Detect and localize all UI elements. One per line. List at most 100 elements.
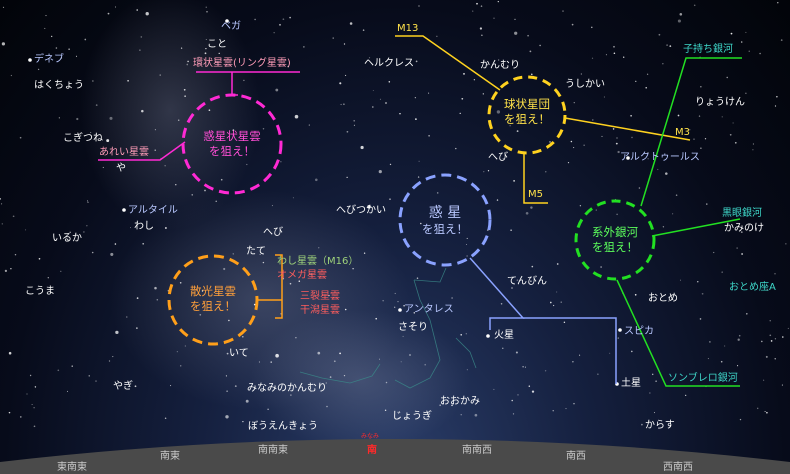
background-star (672, 213, 674, 215)
background-star (382, 300, 384, 302)
background-star (480, 5, 483, 7)
background-star (215, 200, 217, 203)
constellation-label-ophiuchus: へびつかい (336, 205, 386, 216)
background-star (466, 255, 468, 257)
background-star (565, 408, 567, 410)
background-star (633, 231, 635, 233)
background-star (367, 205, 371, 209)
background-star (498, 59, 500, 61)
background-star (139, 49, 141, 51)
background-star (379, 98, 381, 100)
background-star (60, 57, 63, 59)
background-star (560, 301, 562, 303)
background-star (417, 176, 420, 178)
background-star (482, 93, 484, 95)
background-star (126, 316, 128, 318)
background-star (738, 334, 741, 337)
background-star (333, 360, 336, 363)
background-star (497, 1, 499, 3)
background-star (242, 420, 244, 423)
background-star (436, 35, 438, 37)
background-star (205, 6, 207, 8)
background-star (267, 408, 269, 410)
background-star (58, 117, 60, 119)
background-star (787, 327, 789, 329)
background-star (662, 226, 665, 228)
background-star (109, 116, 113, 120)
target-caption-planetary-nebula: 惑星状星雲 を狙え！ (180, 129, 284, 159)
background-star (10, 74, 13, 77)
background-star (262, 128, 265, 130)
dumbbell-nebula-leader (98, 141, 186, 161)
background-star (655, 380, 657, 383)
globular-cluster-target-ring (487, 75, 567, 155)
background-star (545, 171, 547, 173)
background-star (136, 327, 138, 329)
background-star (459, 112, 461, 115)
background-star (34, 386, 37, 388)
constellation-label-virgo: おとめ (648, 293, 678, 304)
background-star (573, 402, 575, 405)
background-star (214, 58, 216, 60)
background-star (531, 73, 533, 76)
background-star (141, 109, 144, 113)
background-star (295, 336, 297, 339)
constellation-label-sagittarius: いて (229, 348, 249, 359)
background-star (228, 319, 230, 322)
background-star (609, 352, 611, 354)
constellation-label-telescopium: ぼうえんきょう (248, 421, 318, 432)
target-caption-globular-cluster: 球状星団 を狙え！ (487, 97, 567, 127)
background-star (180, 365, 182, 367)
background-star (515, 351, 518, 354)
background-star (770, 340, 773, 342)
background-star (220, 178, 223, 181)
star-label-arcturus: アルクトゥールス (620, 152, 700, 163)
background-star (737, 365, 739, 367)
background-star (127, 79, 129, 82)
background-star (246, 163, 248, 166)
background-star (745, 31, 747, 33)
background-star (479, 27, 483, 30)
background-star (693, 4, 696, 7)
background-star (177, 119, 180, 121)
background-star (524, 366, 526, 368)
background-star (353, 120, 356, 122)
background-star (134, 385, 137, 388)
background-star (483, 171, 485, 173)
background-star (142, 242, 145, 245)
background-star (26, 393, 28, 395)
constellation-label-vulpecula: こぎつね (63, 133, 103, 144)
background-star (511, 399, 513, 402)
background-star (763, 379, 765, 381)
constellation-label-bootes: うしかい (565, 79, 605, 90)
background-star (675, 194, 678, 196)
background-star (613, 45, 615, 48)
background-star (88, 375, 90, 377)
background-star (87, 201, 89, 203)
background-star (110, 252, 114, 256)
background-star (516, 279, 519, 281)
background-star (556, 263, 559, 265)
planet-leader (523, 317, 617, 384)
background-star (243, 79, 245, 82)
target-title: 惑 星 (428, 205, 462, 221)
background-star (513, 180, 515, 182)
background-star (399, 112, 401, 115)
object-label-ring-nebula: 環状星雲(リング星雲) (193, 58, 291, 69)
background-star (205, 47, 207, 50)
background-star (552, 304, 555, 307)
scorpius-lines (299, 267, 477, 389)
background-star (310, 273, 313, 276)
background-star (1, 223, 3, 225)
constellation-label-corona-borealis: かんむり (480, 60, 520, 71)
background-star (631, 136, 633, 139)
background-star (242, 336, 244, 338)
background-star (31, 404, 33, 405)
background-star (496, 110, 501, 114)
background-star (14, 253, 17, 256)
background-star (282, 18, 285, 21)
background-star (385, 381, 388, 384)
background-star (19, 416, 22, 418)
background-star (47, 277, 49, 279)
star-label-antares: アンタレス (404, 304, 454, 315)
